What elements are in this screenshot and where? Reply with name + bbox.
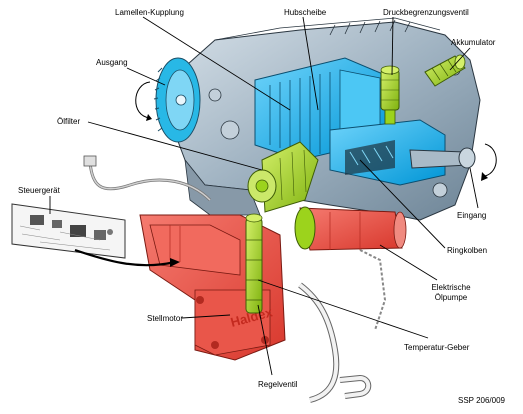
pressure-relief-valve: [380, 65, 400, 125]
label-elektrische-line1: Elektrische: [431, 283, 471, 292]
leader-lines: [49, 16, 479, 376]
label-temperatur-geber: Temperatur-Geber: [404, 343, 470, 352]
input-shaft: [409, 143, 497, 181]
label-elektrische-line2: Ölpumpe: [434, 293, 468, 302]
electric-oil-pump: [294, 206, 407, 251]
control-valve: [245, 213, 263, 314]
accumulator: [424, 54, 466, 87]
label-lamellen-kupplung: Lamellen-Kupplung: [115, 8, 184, 17]
label-ringkolben: Ringkolben: [447, 246, 488, 255]
label-oelfilter: Ölfilter: [57, 117, 81, 126]
label-stellmotor: Stellmotor: [147, 314, 184, 323]
output-flange: [135, 57, 201, 143]
label-eingang: Eingang: [457, 211, 487, 220]
label-hubscheibe: Hubscheibe: [284, 8, 327, 17]
label-regelventil: Regelventil: [258, 380, 298, 389]
label-elektrische-oelpumpe: Elektrische Ölpumpe: [423, 283, 479, 303]
label-steuergeraet: Steuergerät: [18, 186, 60, 195]
label-druckbegrenzungsventil: Druckbegrenzungsventil: [383, 8, 469, 17]
servo-motor: Haldex: [139, 214, 286, 361]
label-ausgang: Ausgang: [96, 58, 128, 67]
label-akkumulator: Akkumulator: [451, 38, 496, 47]
oil-filter: [247, 141, 319, 213]
reference-code: SSP 206/009: [458, 396, 506, 405]
control-unit-board: [11, 203, 126, 259]
multi-plate-clutch: [254, 57, 446, 186]
